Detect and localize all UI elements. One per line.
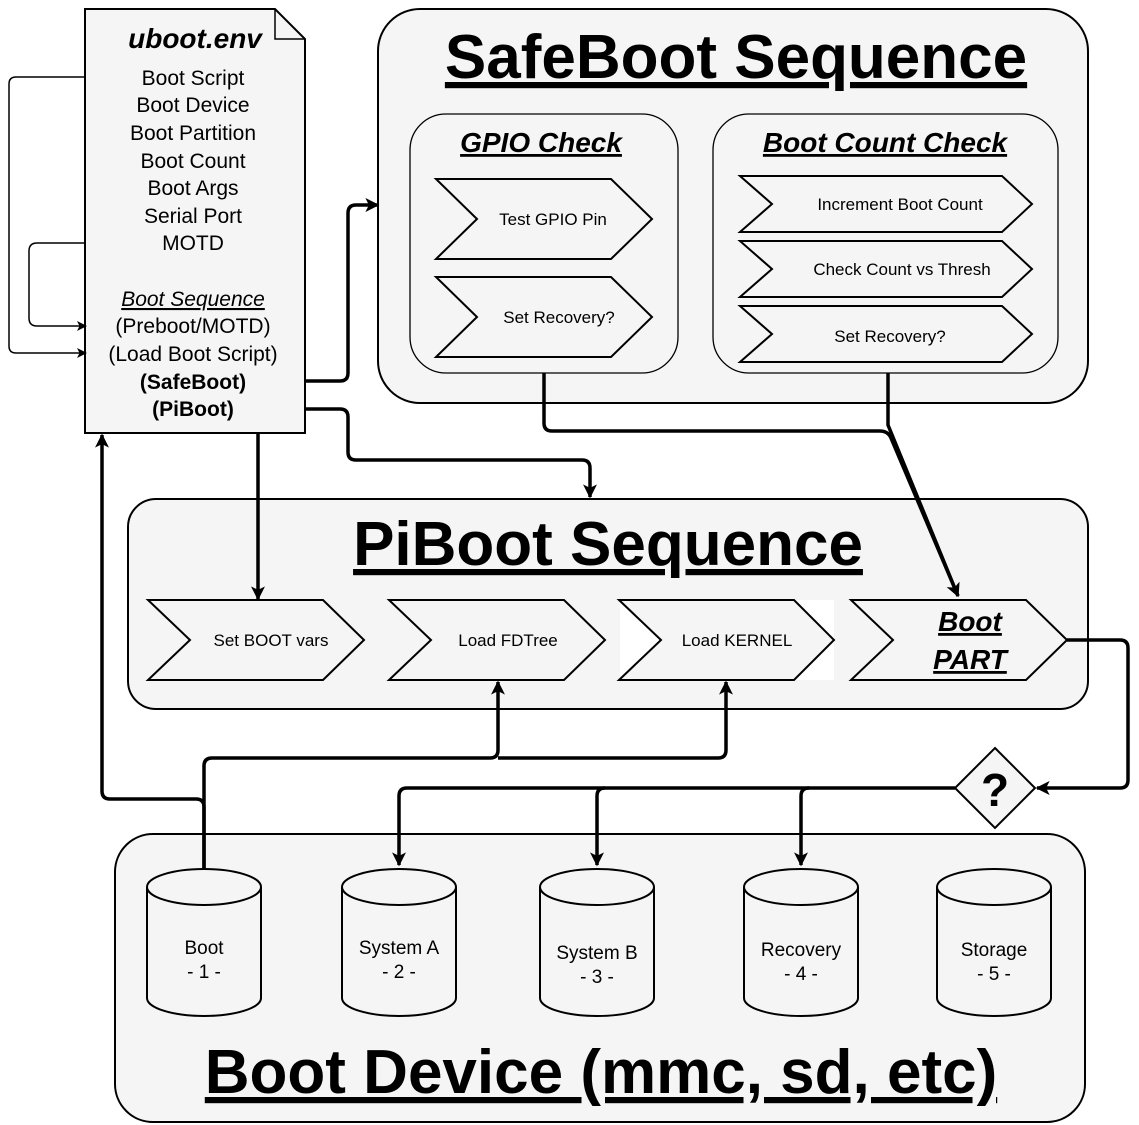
step-increment-count	[737, 175, 1034, 233]
env-item-boot-script: Boot Script	[142, 67, 245, 90]
env-seq-load-script: (Load Boot Script)	[108, 343, 277, 366]
decision-label: ?	[981, 764, 1009, 816]
step-load-kernel	[616, 599, 836, 681]
loop-motd-arrow	[28, 242, 87, 331]
env-item-boot-partition: Boot Partition	[130, 122, 256, 145]
boot-part-to-decision-arrow	[1035, 638, 1130, 795]
step-set-boot-vars-label: Set BOOT vars	[214, 631, 329, 650]
partition-system-a: System A - 2 -	[341, 868, 457, 1017]
partition-boot: Boot - 1 -	[146, 868, 262, 1017]
loop-boot-script-arrow	[8, 76, 87, 358]
step-test-gpio	[433, 178, 654, 260]
env-seq-preboot: (Preboot/MOTD)	[115, 315, 270, 338]
step-gpio-set-recovery-label: Set Recovery?	[503, 308, 615, 327]
uboot-env-document	[84, 8, 306, 434]
gpio-check-title: GPIO Check	[460, 127, 623, 158]
env-to-piboot-arrow	[305, 407, 597, 499]
step-set-boot-vars	[145, 599, 366, 681]
boot-count-check-title: Boot Count Check	[763, 127, 1009, 158]
env-item-boot-device: Boot Device	[136, 94, 249, 117]
env-to-safeboot-arrow	[305, 198, 380, 383]
env-sequence-title: Boot Sequence	[121, 288, 265, 311]
step-count-set-recovery	[737, 305, 1034, 363]
step-boot-part-line2: PART	[933, 644, 1010, 675]
piboot-title: PiBoot Sequence	[353, 510, 863, 579]
partition-system-b: System B - 3 -	[539, 868, 655, 1017]
step-load-kernel-label: Load KERNEL	[682, 631, 793, 650]
boot-to-fdtree-arrow	[202, 680, 505, 869]
decision-to-system-b-arrow	[590, 786, 606, 867]
step-load-fdtree	[386, 599, 607, 681]
partition-system-a-name: System A	[359, 938, 440, 959]
step-boot-part-line1: Boot	[938, 606, 1003, 637]
safeboot-title: SafeBoot Sequence	[445, 23, 1027, 92]
env-seq-piboot: (PiBoot)	[152, 398, 234, 421]
decision-diamond	[953, 746, 1037, 830]
partition-system-b-num: - 3 -	[580, 967, 614, 988]
partition-recovery-name: Recovery	[761, 940, 842, 961]
partition-storage-num: - 5 -	[977, 964, 1011, 985]
step-increment-count-label: Increment Boot Count	[817, 195, 983, 214]
env-seq-safeboot: (SafeBoot)	[140, 371, 246, 394]
partition-boot-name: Boot	[184, 938, 224, 959]
env-item-boot-args: Boot Args	[147, 177, 238, 200]
document-fold	[274, 9, 305, 40]
partition-boot-num: - 1 -	[187, 962, 221, 983]
step-count-set-recovery-label: Set Recovery?	[834, 327, 946, 346]
step-test-gpio-label: Test GPIO Pin	[499, 210, 607, 229]
piboot-panel	[127, 498, 1089, 710]
partition-recovery-num: - 4 -	[784, 964, 818, 985]
partition-recovery: Recovery - 4 -	[743, 868, 859, 1017]
count-to-boot-part-line	[886, 373, 960, 597]
step-check-count-label: Check Count vs Thresh	[813, 260, 990, 279]
gpio-to-boot-part-arrow	[542, 373, 960, 598]
boot-device-title: Boot Device (mmc, sd, etc)	[205, 1038, 997, 1107]
step-gpio-set-recovery	[433, 276, 654, 358]
decision-to-recovery-arrow	[794, 786, 810, 867]
step-load-fdtree-label: Load FDTree	[458, 631, 558, 650]
partition-storage: Storage - 5 -	[936, 868, 1052, 1017]
decision-to-system-a-arrow	[392, 786, 955, 867]
env-item-serial-port: Serial Port	[144, 205, 242, 228]
partition-system-a-num: - 2 -	[382, 962, 416, 983]
step-check-count	[737, 240, 1034, 298]
boot-to-kernel-arrow	[498, 680, 733, 760]
partition-storage-name: Storage	[961, 940, 1028, 961]
env-item-motd: MOTD	[162, 232, 224, 255]
env-item-boot-count: Boot Count	[140, 150, 245, 173]
env-file-title: uboot.env	[128, 23, 263, 54]
step-boot-part	[848, 599, 1069, 681]
partition-system-b-name: System B	[556, 943, 637, 964]
